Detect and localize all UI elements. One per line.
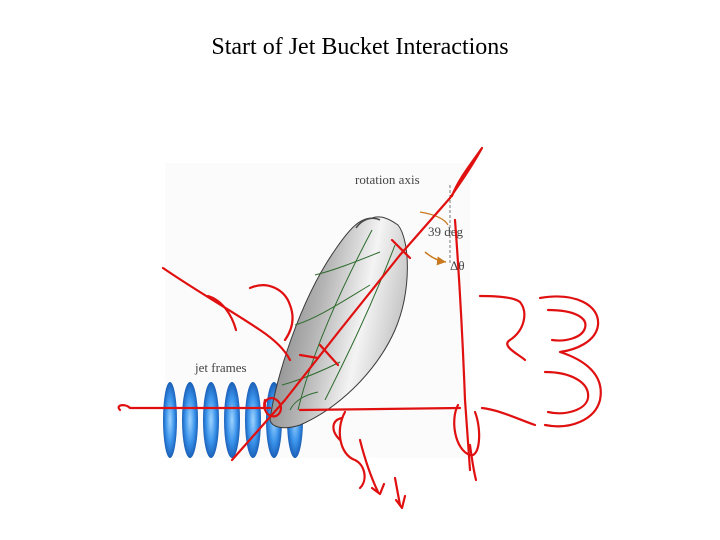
annotation-down-arrow-head xyxy=(370,482,386,496)
annotation-down-stroke xyxy=(393,476,402,507)
jet-frame xyxy=(224,382,240,458)
annotation-down-arrow xyxy=(358,438,380,494)
annotation-three-inner xyxy=(546,308,587,342)
annotation-left-hook xyxy=(248,284,294,342)
jet-frame xyxy=(163,382,177,458)
annotation-tick xyxy=(318,343,340,367)
annotation-bottom-left-line xyxy=(468,443,478,482)
angle-indicator xyxy=(419,185,451,266)
annotation-bottom-curl xyxy=(332,416,344,442)
annotation-tick xyxy=(390,238,412,260)
jet-frame xyxy=(182,382,198,458)
annotation-three-inner xyxy=(543,370,590,415)
jet-frame xyxy=(245,382,261,458)
jet-frame xyxy=(203,382,219,458)
handwritten-annotations xyxy=(117,146,602,510)
rotation-axis-label: rotation axis xyxy=(355,172,420,187)
annotation-loop-mid xyxy=(453,403,481,457)
annotation-right-hook-top xyxy=(478,294,527,362)
angle-label: 39 deg xyxy=(428,224,464,239)
annotation-jet-line xyxy=(117,404,272,412)
annotation-down-stroke xyxy=(394,494,407,510)
annotation-right-bottom-curve xyxy=(480,406,537,427)
annotation-bottom-line xyxy=(298,406,462,412)
jet-frames-label: jet frames xyxy=(194,360,247,375)
annotation-left-arc xyxy=(206,294,238,332)
annotation-three-shape xyxy=(538,295,602,428)
annotation-right-vertical xyxy=(453,218,472,472)
annotation-top-stroke xyxy=(448,146,484,200)
annotation-tick xyxy=(298,353,320,360)
slide-title: Start of Jet Bucket Interactions xyxy=(211,34,509,60)
annotation-left-curve xyxy=(161,266,292,362)
annotation-axis-line xyxy=(230,196,452,462)
annotation-contact-circle xyxy=(263,396,282,418)
annotation-loop-left xyxy=(338,410,366,490)
bucket xyxy=(269,216,408,429)
